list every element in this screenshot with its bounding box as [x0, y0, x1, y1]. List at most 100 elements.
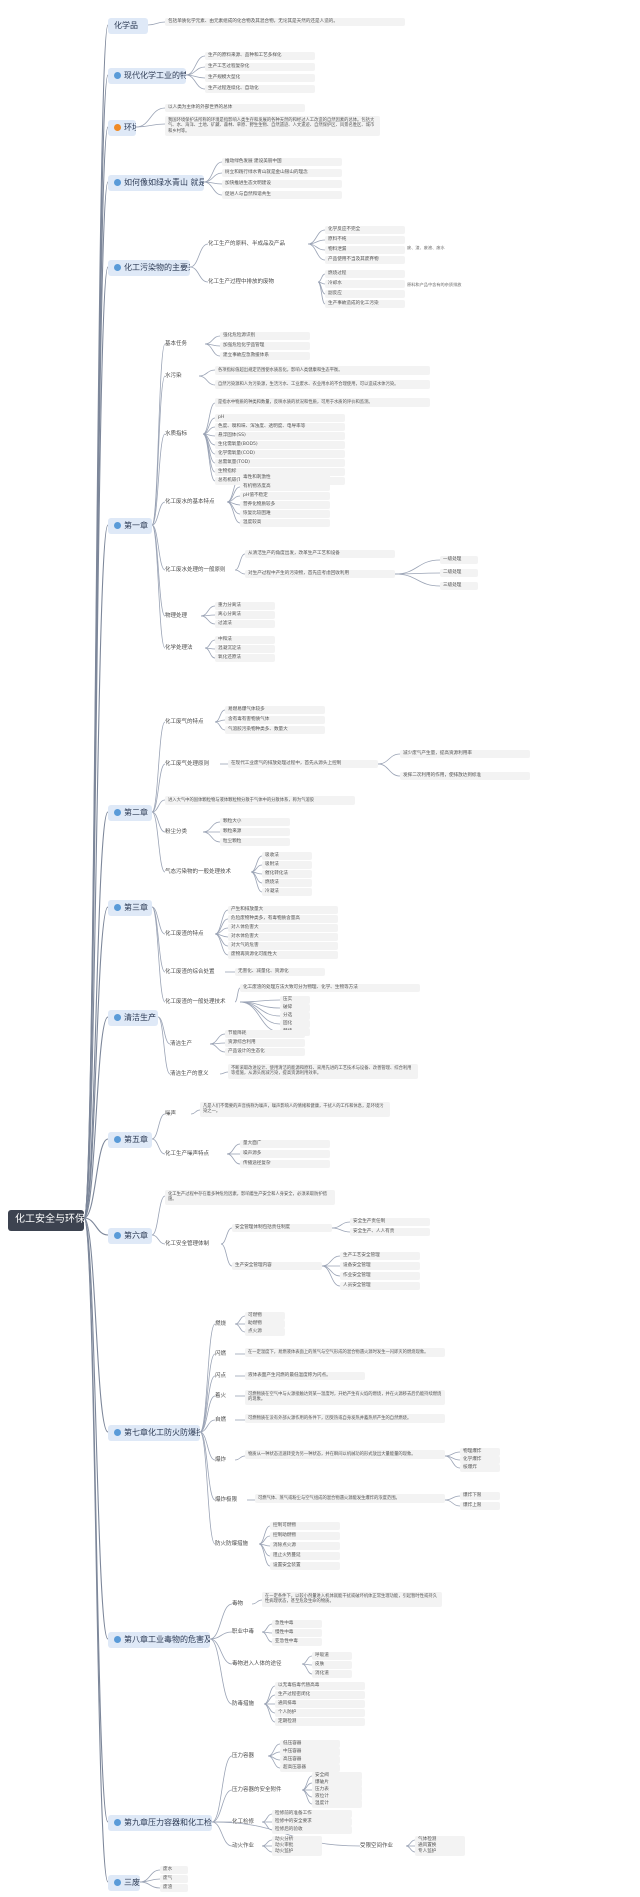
connector-line: [444, 1499, 461, 1507]
connector-line: [202, 433, 216, 482]
chapter-node-9[interactable]: 第五章: [108, 1132, 152, 1148]
ch6-g2-b: 生产安全管理内容: [232, 1262, 322, 1270]
ch8-g3-item-0: 呼吸道: [312, 1652, 352, 1660]
chapter-node-11[interactable]: 第七章化工防火防爆技术: [108, 1425, 200, 1441]
chapter-node-6-text: 第二章: [124, 808, 148, 817]
connector-line: [83, 1217, 109, 1236]
chapter-node-0-text: 化学品: [114, 21, 138, 30]
orange-dot-icon: [114, 124, 121, 131]
ch7-g6-item-0-text: 物理爆炸: [463, 1449, 482, 1454]
chapter-node-11-text: 第七章化工防火防爆技术: [124, 1428, 200, 1437]
chapter-node-1[interactable]: 现代化学工业的特点: [108, 68, 186, 84]
ch3-g1-item-2-text: 对人体危害大: [231, 925, 259, 930]
connector-line: [198, 375, 216, 386]
connector-line: [214, 933, 229, 956]
ch1-g3-para: 是指水中物质的种类和数量，反映水质的状况和性质，可用于水质的评价和监测。: [215, 398, 430, 408]
chapter-node-12[interactable]: 第八章工业毒物的危害及防护技术: [108, 1632, 210, 1648]
chapter-node-4[interactable]: 化工污染物的主要来源: [108, 260, 190, 276]
ch1-g7-item-0-text: 中和法: [218, 637, 232, 642]
ch1-g4-item-1: 有机物浓度高: [240, 483, 330, 491]
ch1-g3-item-3: 生化需氧量(BOD5): [215, 441, 345, 449]
chapter-node-5[interactable]: 第一章: [108, 518, 152, 534]
connector-line: [199, 1431, 216, 1501]
green-item-0-text: 推动绿色发展 建设美丽中国: [225, 159, 282, 164]
ch3-g3-text: 化工废渣的处理方法大致可分为物理、化学、生物等方法: [240, 984, 420, 992]
ch7-g1-item-0-text: 可燃物: [248, 1313, 262, 1318]
chapter-node-2[interactable]: 环境: [108, 120, 136, 136]
ch2-g1-item-0: 易燃易爆气体较多: [225, 706, 325, 714]
chapter-node-6[interactable]: 第二章: [108, 805, 152, 821]
ch5-g2-item-0: 量大面广: [240, 1140, 330, 1148]
connector-line: [331, 1221, 351, 1229]
ch9-g5-item-1: 通风置换: [415, 1842, 465, 1850]
ch7-g8-item-4: 设置安全装置: [270, 1562, 340, 1570]
smile-icon: [114, 522, 121, 529]
chapter-node-12-text: 第八章工业毒物的危害及防护技术: [124, 1635, 210, 1644]
connector-line: [444, 1495, 461, 1501]
ch1-g4: 化工废水的基本特点: [165, 498, 227, 507]
env-para2: 我国环境保护法所称的环境是指影响人类生存和发展的各种天然的和经过人工改造的自然因…: [165, 116, 380, 137]
ch7-g3-text: 闪点: [215, 1373, 227, 1379]
ch1-g6-item-1-text: 离心分离法: [218, 612, 241, 617]
ch3-g1-item-5: 废物再资源化可能性大: [228, 951, 338, 959]
pollution-a-extra-text: 废、渣、废液、废水: [407, 245, 445, 250]
connector-line: [209, 1638, 233, 1705]
ch7-g6-para-text: 物质从一种状态迅速转变为另一种状态，并在瞬间以机械功的形式放出大量能量的现象。: [248, 1452, 416, 1457]
pollution-a-text: 化工生产的原料、半成品及产品: [208, 241, 286, 247]
connector-line: [204, 647, 216, 659]
ch7-g7-para: 可燃气体、蒸气或粉尘与空气组成的混合物遇火源能发生爆炸的浓度范围。: [255, 1494, 445, 1504]
ch2-g2-text: 在现代工业废气的排放处理过程中，首先从源头上控制: [228, 760, 378, 768]
ch7-g6-text: 爆炸: [215, 1457, 227, 1463]
ch9-g2-item-4: 温度计: [312, 1800, 362, 1808]
chapter-node-14[interactable]: 三废: [108, 1875, 140, 1891]
connector-line: [267, 1755, 281, 1769]
ch9-g5-item-1-text: 通风置换: [418, 1843, 437, 1848]
green-item-2-text: 加快推进生态文明建设: [225, 181, 271, 186]
ch7-g1-item-2-text: 点火源: [248, 1329, 262, 1334]
chapter-node-7[interactable]: 第三章: [108, 900, 152, 916]
ch1-g4-item-4-text: 恢复比较困难: [243, 511, 271, 516]
chapter-node-3[interactable]: 如何像如绿水青山 就是金山银山: [108, 175, 204, 191]
ch7-g2: 闪燃: [215, 1350, 235, 1359]
ch1-g5-c-2: 三级处理: [440, 582, 478, 590]
green-item-3: 促进人与自然和谐共生: [222, 191, 342, 199]
chapter-node-13[interactable]: 第九章压力容器和化工检修的安全技术: [108, 1815, 212, 1831]
ch8-g4-item-0: 以无毒低毒代替高毒: [275, 1682, 365, 1690]
ch3-g1-text: 化工废渣的特点: [165, 931, 204, 937]
ch3-g1-item-3-text: 对水体危害大: [231, 934, 259, 939]
chapter-node-0[interactable]: 化学品: [108, 18, 148, 34]
chapter-node-3-text: 如何像如绿水青山 就是金山银山: [124, 178, 204, 187]
ch1-g5-c-1: 二级处理: [440, 569, 478, 577]
ch9-g4-item-1-text: 动火审批: [275, 1843, 294, 1848]
ch9-g1-item-2-text: 高压容器: [283, 1757, 302, 1762]
chapter-node-10[interactable]: 第六章: [108, 1228, 152, 1244]
connector-line: [203, 172, 223, 183]
connector-line: [203, 161, 223, 183]
pollution-a-item-2: 物料泄漏: [325, 246, 405, 254]
ch4-g1-item-2-text: 产品设计的生态化: [228, 1049, 265, 1054]
ch6-g2-a-text: 安全管理体制包括责任制度: [235, 1225, 291, 1230]
chapter-node-8[interactable]: 清洁生产: [108, 1010, 158, 1026]
ch2-g5: 气态污染物的一般处理技术: [165, 868, 251, 877]
ch9-g3-text: 化工检修: [232, 1819, 255, 1825]
connector-line: [209, 1631, 233, 1640]
connector-line: [157, 1016, 171, 1045]
ch1-g3-item-1: 色度、嗅和味、浑浊度、透明度、电导率等: [215, 423, 345, 431]
ch1-g3-item-2-text: 悬浮固体(SS): [218, 433, 246, 438]
smile-icon: [114, 1232, 121, 1239]
connector-line: [394, 573, 441, 587]
chapter-node-9-text: 第五章: [124, 1135, 148, 1144]
ch1-g3-item-0: pH: [215, 414, 345, 422]
ch7-g1-text: 燃烧: [215, 1321, 227, 1327]
ch2-g1-text: 化工废气的特点: [165, 719, 204, 725]
ch1-g1-item-0: 强化危险源识别: [220, 332, 310, 340]
connector-line: [151, 524, 166, 617]
ch9-g1-text: 压力容器: [232, 1753, 255, 1759]
green-item-1-text: 树立和践行绿水青山就是金山银山的理念: [225, 170, 308, 175]
connector-line: [250, 871, 263, 893]
ch3-g3: 化工废渣的一般处理技术: [165, 998, 235, 1007]
ch9-g2-item-4-text: 温度计: [315, 1801, 329, 1806]
ch7-g6: 爆炸: [215, 1456, 235, 1465]
ch7-g8-item-4-text: 设置安全装置: [273, 1563, 301, 1568]
connector-line: [239, 999, 281, 1003]
